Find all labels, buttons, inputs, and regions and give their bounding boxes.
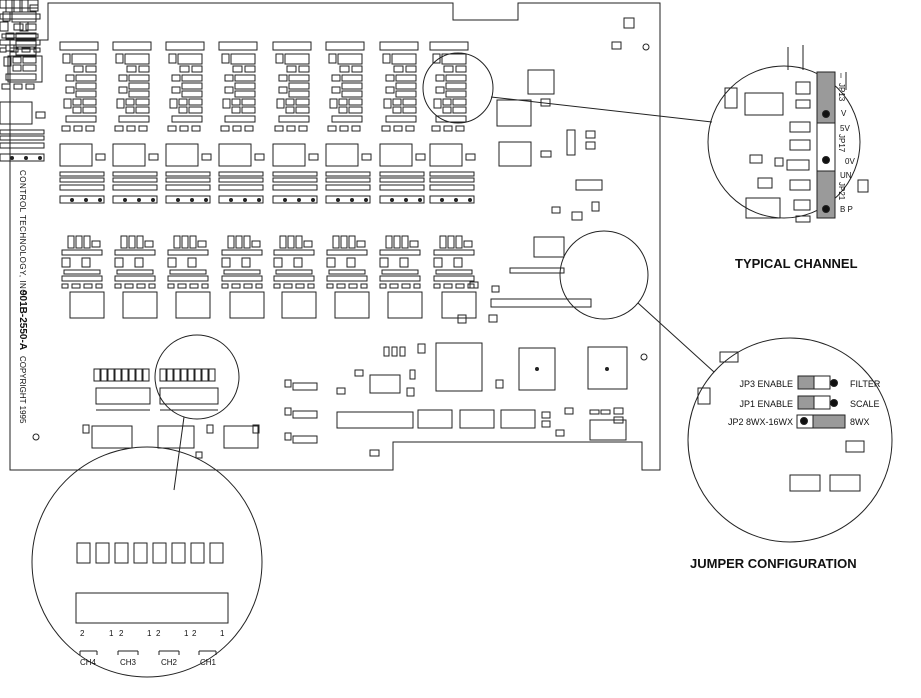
jumper-callout-circle (559, 230, 649, 320)
mount-hole (642, 43, 650, 51)
channel-circuitry (0, 0, 476, 204)
board-outline (9, 2, 661, 471)
pin-number: 2 (80, 629, 85, 638)
label-v: V (841, 109, 847, 118)
label-i: I (840, 73, 842, 80)
mount-hole (640, 353, 648, 361)
pin-number: 2 (156, 629, 161, 638)
leader-line (173, 416, 185, 491)
dip-switch-area (82, 368, 260, 459)
label-un: UN (840, 171, 852, 180)
channel-callout-circle (422, 52, 494, 124)
pin-number: 2 (192, 629, 197, 638)
mount-hole (32, 433, 40, 441)
board-components (284, 69, 628, 457)
channel-circuitry-lower (0, 0, 479, 324)
jumper-row-right: FILTER (850, 379, 881, 389)
part-number: 901B-2550-A (17, 290, 28, 350)
pin-number: 1 (184, 629, 189, 638)
typical-channel-detail (707, 45, 869, 223)
pin-number: 1 (109, 629, 114, 638)
dip-switch-detail (31, 446, 263, 678)
jumper-row-left: JP1 ENABLE (739, 399, 793, 409)
label-0v: 0V (845, 157, 855, 166)
jumper-configuration-caption: JUMPER CONFIGURATION (690, 556, 857, 571)
label-5v: 5V (840, 124, 850, 133)
label-bp: B P (840, 205, 853, 214)
jumper-row-left: JP2 8WX-16WX (728, 417, 793, 427)
pin-number: 2 (119, 629, 124, 638)
leader-line (490, 96, 713, 123)
dip-callout-circle (154, 334, 240, 420)
pin-number: 1 (147, 629, 152, 638)
channel-label: CH1 (200, 658, 217, 667)
jumper-row-left: JP3 ENABLE (739, 379, 793, 389)
jumper-row-right: 8WX (850, 417, 870, 427)
jumper-row-right: SCALE (850, 399, 880, 409)
jumper-configuration-detail (687, 337, 893, 543)
leader-line (637, 302, 715, 373)
label-jp21: JP21 (837, 182, 846, 201)
channel-label: CH3 (120, 658, 137, 667)
pin-number: 1 (220, 629, 225, 638)
copyright-text: COPYRIGHT 1995 (18, 356, 27, 424)
channel-label: CH4 (80, 658, 97, 667)
label-jp17: JP17 (837, 134, 846, 153)
channel-label: CH2 (161, 658, 178, 667)
board-side-text: CONTROL TECHNOLOGY, INC. (18, 170, 27, 298)
component (623, 17, 635, 29)
typical-channel-caption: TYPICAL CHANNEL (735, 256, 858, 271)
label-jp13: JP13 (837, 83, 846, 102)
